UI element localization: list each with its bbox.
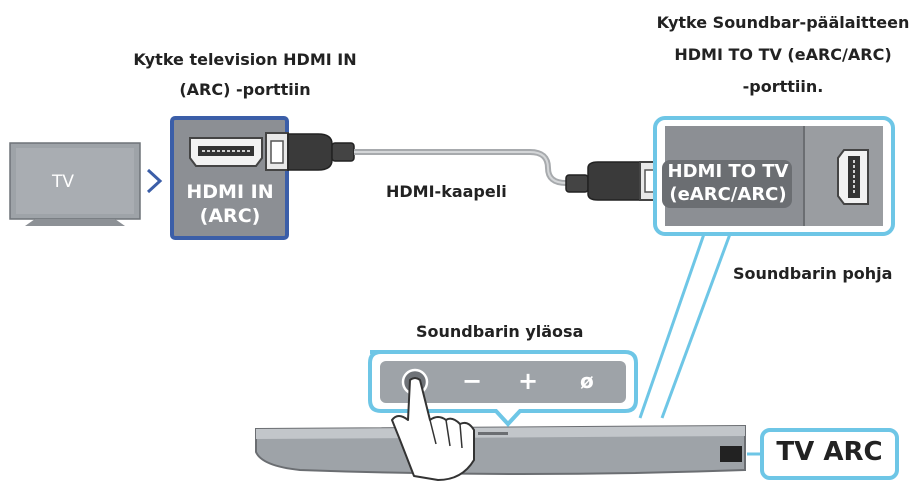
soundbar-port-instruction-line2: HDMI TO TV (eARC/ARC) <box>674 45 892 64</box>
tv-label: TV <box>52 172 75 192</box>
soundbar-port-label: HDMI TO TV (eARC/ARC) <box>664 160 792 206</box>
soundbar-body <box>255 424 746 475</box>
tv-port-label-line2: (ARC) <box>199 205 261 227</box>
soundbar-bottom-label: Soundbarin pohja <box>733 264 893 283</box>
hdmi-plug-icon <box>265 132 355 171</box>
hdmi-port-icon <box>189 137 263 167</box>
hdmi-plug-icon <box>565 161 663 201</box>
cable-label: HDMI-kaapeli <box>386 182 507 201</box>
pointer-chevron <box>146 168 163 194</box>
television-icon <box>9 142 141 226</box>
tv-port-instruction-line1: Kytke television HDMI IN <box>133 50 357 69</box>
soundbar-port-instruction-line3: -porttiin. <box>742 77 824 96</box>
tv-port-label: HDMI IN (ARC) <box>176 180 284 228</box>
tv-arc-label: TV ARC <box>776 437 883 467</box>
hdmi-port-icon <box>837 149 869 205</box>
soundbar-port-label-line1: HDMI TO TV <box>667 161 789 182</box>
leader-line <box>660 233 732 419</box>
volume-down-button: − <box>462 367 483 395</box>
hdmi-cable <box>354 149 567 186</box>
pointing-hand-icon <box>391 377 475 481</box>
leader-line <box>638 233 706 419</box>
tv-port-label-line1: HDMI IN <box>186 181 274 203</box>
mute-button: ø <box>580 369 594 393</box>
volume-up-button: + <box>518 367 539 395</box>
soundbar-top-label: Soundbarin yläosa <box>416 322 584 341</box>
soundbar-port-instruction-line1: Kytke Soundbar-päälaitteen <box>656 13 910 32</box>
soundbar-port-label-line2: (eARC/ARC) <box>669 184 787 205</box>
tv-arc-box <box>760 428 899 480</box>
tv-port-instruction-line2: (ARC) -porttiin <box>179 80 311 99</box>
